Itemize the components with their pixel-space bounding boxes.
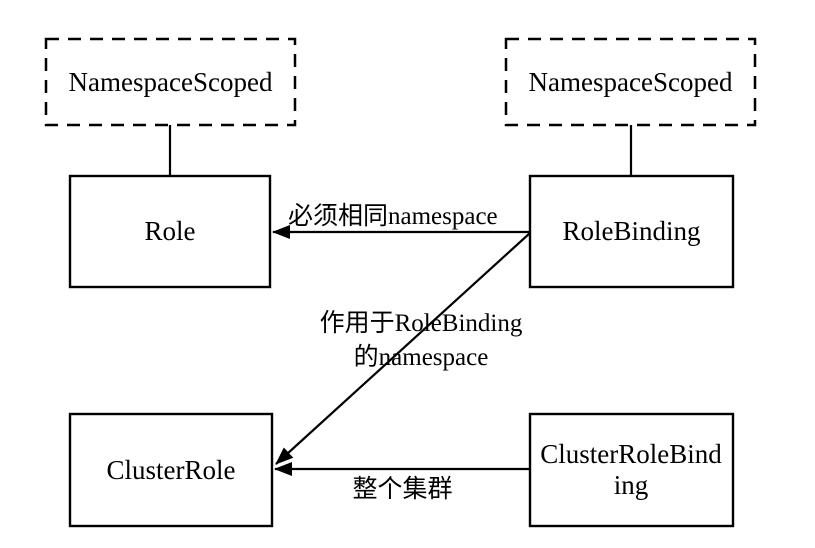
namespace-scoped-left-label: NamespaceScoped — [68, 66, 273, 97]
namespace-scoped-right-label: NamespaceScoped — [528, 66, 733, 97]
edge-label-applies-to-rolebinding-namespace: 作用于RoleBinding 的namespace — [290, 307, 552, 375]
namespace-scoped-right-box — [504, 37, 757, 127]
clusterrole-box — [68, 412, 274, 528]
arrow-rolebinding-to-clusterrole — [275, 232, 531, 465]
role-label: Role — [144, 216, 196, 246]
clusterrolebinding-label-text: ClusterRoleBinding — [540, 439, 722, 500]
clusterrolebinding-label: ClusterRoleBinding — [538, 414, 724, 526]
edge-label-applies-line2: 的namespace — [353, 344, 489, 371]
edge-label-applies-line1: 作用于RoleBinding — [319, 310, 523, 337]
clusterrole-label: ClusterRole — [106, 454, 236, 485]
edge-label-same-namespace: 必须相同namespace — [288, 203, 498, 230]
namespace-scoped-left-box — [44, 37, 297, 127]
edge-label-whole-cluster: 整个集群 — [352, 476, 453, 503]
rolebinding-label: RoleBinding — [562, 216, 701, 246]
